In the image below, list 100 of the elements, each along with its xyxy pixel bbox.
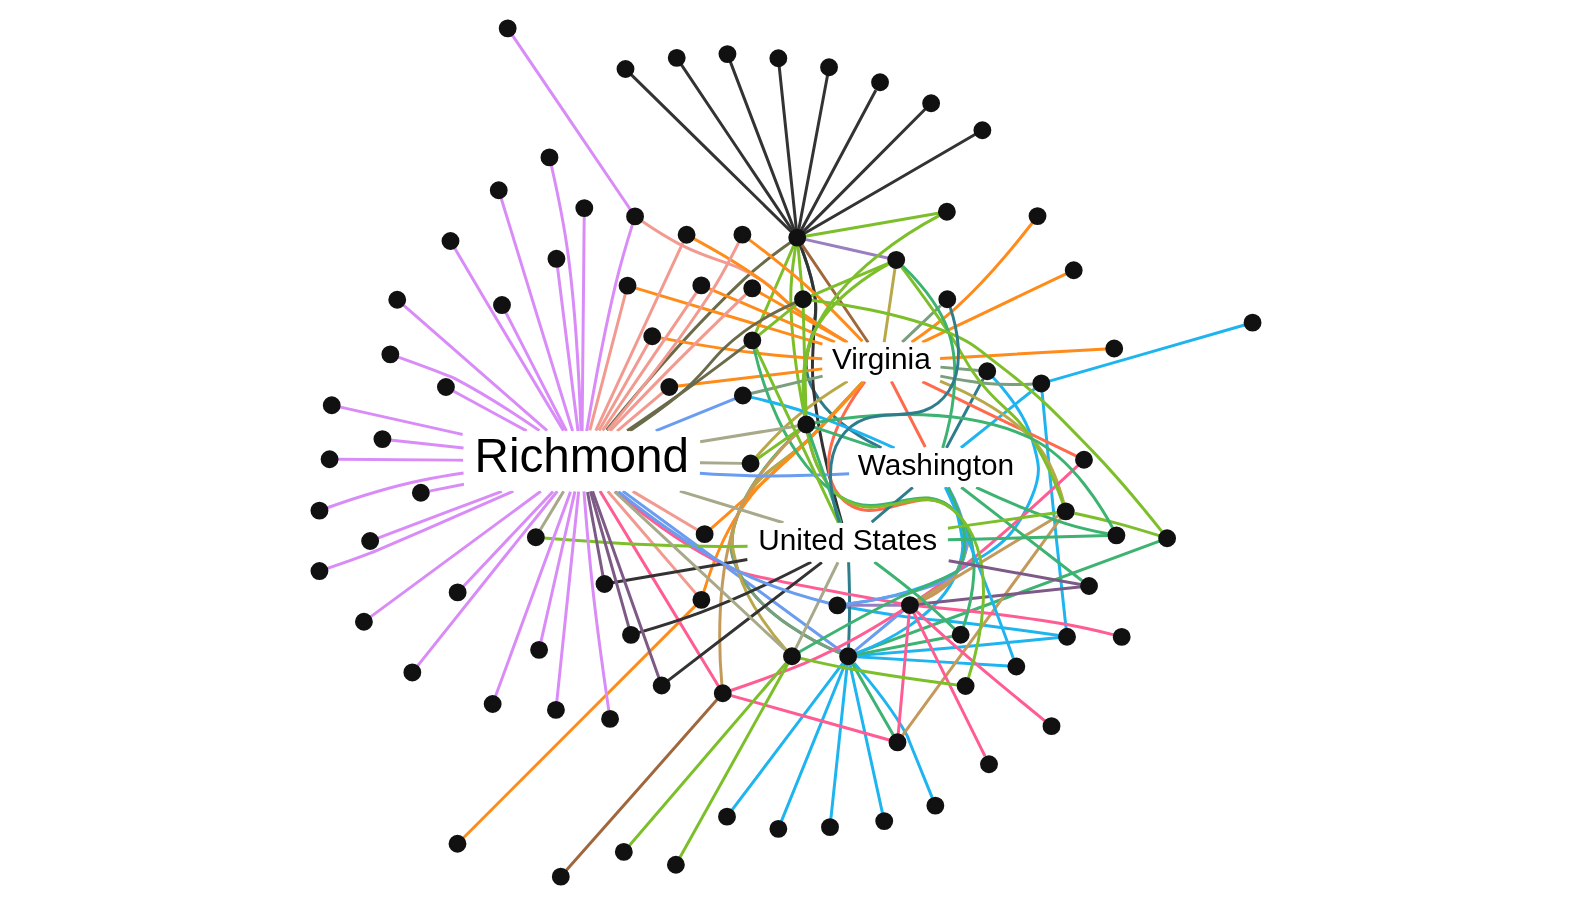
node-circle <box>547 249 566 268</box>
node-circle <box>937 202 956 221</box>
node-circle <box>875 811 894 830</box>
node-circle <box>411 483 430 502</box>
connector <box>960 387 1036 449</box>
node-circle <box>354 612 373 631</box>
node-circle <box>692 590 711 609</box>
connector <box>799 656 959 687</box>
connector <box>606 489 698 595</box>
connector <box>901 516 1063 737</box>
connector <box>940 365 979 372</box>
node-circle <box>769 48 788 67</box>
connector <box>853 608 905 652</box>
connector <box>798 243 844 523</box>
connector <box>910 220 1034 343</box>
connector <box>402 303 549 432</box>
node-circle <box>483 694 502 713</box>
node-circle <box>1032 374 1051 392</box>
connector <box>376 489 503 540</box>
node-circle <box>733 225 752 244</box>
connector <box>848 663 885 814</box>
node-circle <box>788 228 807 247</box>
connector <box>699 471 850 477</box>
node-circle <box>310 561 329 580</box>
connector <box>626 343 747 432</box>
connector <box>890 380 927 448</box>
node-circle <box>1064 260 1083 279</box>
node-circle <box>1056 501 1075 520</box>
connector <box>777 65 798 230</box>
connector <box>416 489 559 667</box>
connector <box>589 490 631 628</box>
node-circle <box>1158 528 1177 547</box>
connector <box>757 302 798 336</box>
connector <box>337 457 464 462</box>
connector <box>601 290 699 431</box>
connector <box>678 662 790 858</box>
connector <box>948 558 1081 586</box>
connector <box>597 341 650 431</box>
connector <box>797 74 830 230</box>
connector <box>800 242 870 343</box>
connector <box>369 489 542 618</box>
connector <box>960 485 1084 582</box>
node-circle <box>956 676 975 695</box>
node-circle <box>437 377 455 396</box>
connector <box>798 486 967 654</box>
node-circle <box>540 148 559 166</box>
node-circle <box>1112 627 1131 646</box>
connector <box>493 490 572 697</box>
node-circle <box>783 646 801 665</box>
connector <box>829 663 849 820</box>
connector <box>975 485 1108 535</box>
connector <box>754 346 840 524</box>
connector <box>1040 390 1068 629</box>
connector <box>699 423 800 443</box>
connector <box>801 261 891 417</box>
connector <box>677 366 823 387</box>
node-circle <box>978 361 997 380</box>
connector <box>585 222 635 431</box>
connector <box>616 390 665 432</box>
node-circle <box>660 377 679 396</box>
connector <box>918 603 1115 636</box>
connector <box>614 489 903 605</box>
connector <box>339 404 463 436</box>
connector <box>900 265 1065 505</box>
connector <box>462 604 697 839</box>
node-circle <box>448 583 467 601</box>
connector <box>901 303 942 343</box>
connector <box>638 560 812 634</box>
connector <box>598 489 720 687</box>
connector <box>873 560 956 630</box>
connector <box>730 661 845 811</box>
node-circle <box>1243 313 1262 332</box>
node-circle <box>769 819 788 838</box>
connector <box>856 654 1009 667</box>
node-circle <box>794 289 812 308</box>
connector <box>750 374 823 395</box>
connector <box>510 33 632 211</box>
node-circle <box>743 278 762 297</box>
connector <box>586 491 605 576</box>
connector <box>679 489 784 524</box>
connector <box>452 389 528 432</box>
connector <box>945 377 985 449</box>
node-circle <box>403 663 422 681</box>
node-circle <box>530 640 549 659</box>
connector <box>708 286 836 344</box>
connector <box>940 346 1106 360</box>
node-circle <box>575 198 594 217</box>
connector <box>428 482 465 493</box>
node-circle <box>938 289 957 308</box>
connector <box>539 490 577 642</box>
connector <box>693 236 849 344</box>
connector <box>702 380 864 593</box>
node-circle <box>980 754 998 773</box>
connector <box>855 539 1161 655</box>
connector <box>591 490 661 679</box>
connector <box>555 490 581 703</box>
connector <box>613 489 787 651</box>
connector <box>804 237 890 260</box>
connector <box>754 379 849 458</box>
connector <box>803 132 977 235</box>
